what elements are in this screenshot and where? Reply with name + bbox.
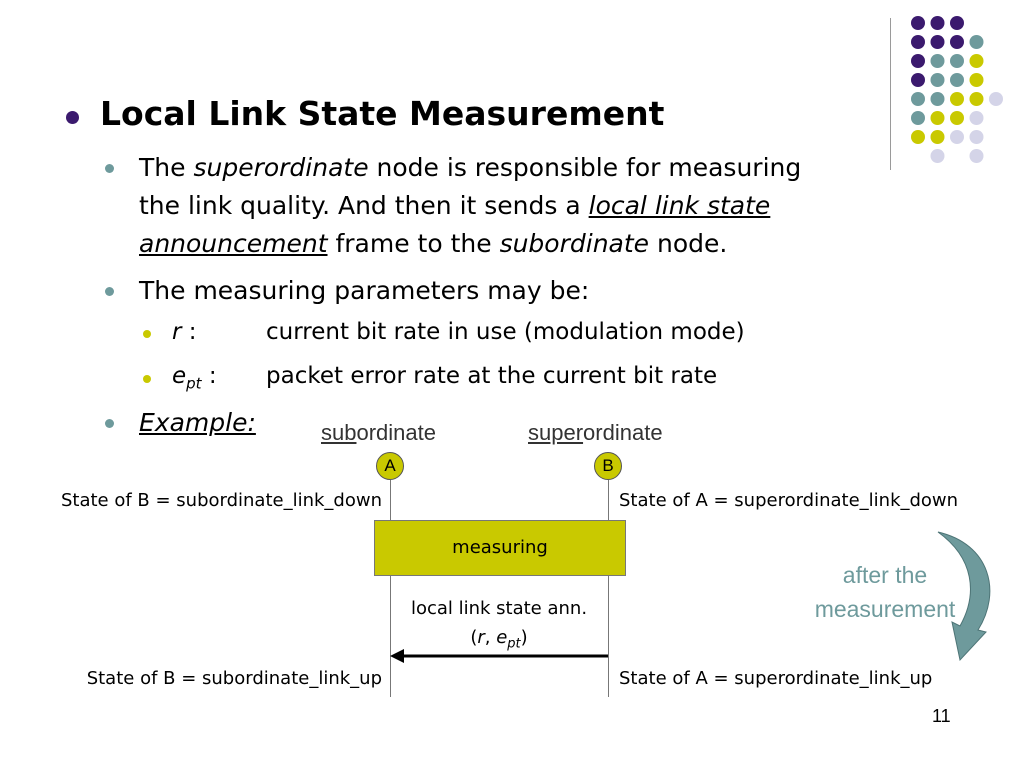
e-symbol: e <box>172 363 187 389</box>
decor-dot <box>969 130 984 144</box>
state-b-down: State of B = subordinate_link_down <box>60 490 382 511</box>
announcement-line-2: (r, ept) <box>396 623 602 659</box>
decor-dot <box>950 73 964 87</box>
decor-dot <box>969 149 984 163</box>
param-1-description: current bit rate in use (modulation mode… <box>266 319 745 345</box>
e-symbol: e <box>496 627 508 648</box>
decor-dot <box>969 73 984 87</box>
param-2-symbol: ept : <box>172 363 217 393</box>
example-label: Example: <box>139 408 256 437</box>
decor-dot <box>969 92 984 106</box>
param-1-symbol: r : <box>172 319 197 345</box>
after-line-2: measurement <box>814 596 956 622</box>
announcement-label: local link state ann. (r, ept) <box>396 594 602 659</box>
comma: , <box>484 627 497 648</box>
ordinate-suffix: ordinate <box>356 420 436 445</box>
superordinate-term: superordinate <box>193 153 369 182</box>
title-bullet <box>66 111 79 124</box>
announcement-arrow <box>390 649 608 663</box>
text-run: node. <box>649 229 728 258</box>
decor-dot <box>930 92 945 106</box>
state-b-up: State of B = subordinate_link_up <box>86 668 382 689</box>
node-a: A <box>376 452 404 480</box>
decor-dot <box>930 149 945 163</box>
lifeline-a-top <box>390 480 391 520</box>
decor-dot <box>911 130 925 144</box>
lifeline-b-bottom <box>608 575 609 697</box>
pt-subscript: pt <box>186 374 202 393</box>
curved-arrow-icon <box>937 531 991 662</box>
decor-dot <box>950 111 964 125</box>
announcement-term: announcement <box>139 229 328 258</box>
decor-dot <box>911 54 925 68</box>
decor-dot <box>969 35 984 49</box>
decor-dot <box>911 35 925 49</box>
paren-open: ( <box>470 627 478 648</box>
measuring-box: measuring <box>374 520 626 576</box>
node-b: B <box>594 452 622 480</box>
lifeline-a-bottom <box>390 575 391 697</box>
decor-dot <box>911 92 925 106</box>
super-prefix: super <box>528 420 584 445</box>
decor-dot <box>911 111 925 125</box>
after-line-1: after the <box>842 562 928 588</box>
text-run: The <box>139 153 194 182</box>
colon: : <box>181 319 197 345</box>
decor-dot <box>930 16 945 30</box>
r-symbol: r <box>172 319 182 345</box>
ordinate-suffix: ordinate <box>583 420 663 445</box>
decor-dot <box>930 130 945 144</box>
decor-dot <box>950 54 964 68</box>
decor-dot <box>930 54 945 68</box>
bullet-2-text: The measuring parameters may be: <box>139 276 590 305</box>
superordinate-label: superordinate <box>528 420 663 446</box>
announcement-line-1: local link state ann. <box>410 598 588 619</box>
decor-dot <box>950 35 964 49</box>
lifeline-b-top <box>608 480 609 520</box>
divider-line <box>890 18 891 170</box>
decor-dot <box>969 111 984 125</box>
param-2-marker <box>143 375 151 383</box>
sub-prefix: sub <box>321 420 357 445</box>
decor-dot <box>911 16 925 30</box>
decor-dot <box>950 92 964 106</box>
text-run: node is responsible for measuring <box>368 153 802 182</box>
decor-dot <box>930 111 945 125</box>
state-a-down: State of A = superordinate_link_down <box>619 490 959 511</box>
state-a-up: State of A = superordinate_link_up <box>619 668 933 689</box>
bullet-3-marker <box>105 419 114 428</box>
decor-dot <box>950 130 964 144</box>
paren-close: ) <box>520 627 528 648</box>
text-run: the link quality. And then it sends a <box>139 191 589 220</box>
pt-subscript: pt <box>507 636 521 652</box>
decor-dot <box>989 92 1003 106</box>
decor-dot <box>930 73 945 87</box>
local-link-state-term: local link state <box>588 191 771 220</box>
colon: : <box>201 363 217 389</box>
decor-dot <box>969 54 984 68</box>
page-number: 11 <box>932 706 951 726</box>
decor-dot <box>950 16 964 30</box>
bullet-1-marker <box>105 164 114 173</box>
param-2-description: packet error rate at the current bit rat… <box>266 363 718 389</box>
bullet-1-line-1: The superordinate node is responsible fo… <box>139 149 801 187</box>
bullet-1-line-3: announcement frame to the subordinate no… <box>139 225 727 263</box>
text-run: frame to the <box>327 229 500 258</box>
r-symbol: r <box>477 627 485 648</box>
slide-title: Local Link State Measurement <box>100 94 665 133</box>
bullet-2-marker <box>105 287 114 296</box>
after-measurement-note: after the measurement <box>790 558 980 626</box>
subordinate-label: subordinate <box>321 420 436 446</box>
decorative-dot-grid <box>911 16 1003 163</box>
param-1-marker <box>143 330 151 338</box>
decor-dot <box>911 73 925 87</box>
subordinate-term: subordinate <box>499 229 650 258</box>
decor-dot <box>930 35 945 49</box>
bullet-1-line-2: the link quality. And then it sends a lo… <box>139 187 770 225</box>
